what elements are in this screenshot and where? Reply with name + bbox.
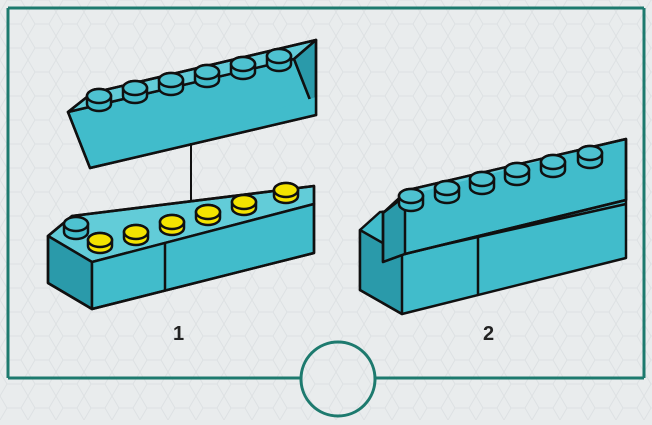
stud-yellow	[272, 181, 300, 205]
stud-yellow	[86, 231, 114, 255]
stud	[265, 47, 293, 73]
step-2-number: 2	[483, 323, 495, 345]
stud	[85, 87, 113, 113]
bottom-brick-studs	[62, 181, 300, 255]
step-2-studs	[397, 144, 604, 213]
stud-yellow	[230, 193, 258, 217]
stud	[62, 215, 90, 241]
navigation-circle[interactable]	[299, 340, 377, 418]
stud	[433, 179, 461, 205]
step-1-diagram	[46, 38, 318, 311]
stud	[539, 153, 567, 179]
panel-frame	[6, 6, 646, 380]
stud	[397, 187, 425, 213]
stud-yellow	[122, 223, 150, 247]
stud-yellow	[158, 213, 186, 237]
stud	[193, 63, 221, 89]
stud	[576, 144, 604, 170]
stud	[157, 71, 185, 97]
stud-yellow	[194, 203, 222, 227]
stud	[503, 161, 531, 187]
stud	[121, 79, 149, 105]
step-1-number: 1	[173, 323, 185, 345]
top-brick-studs	[85, 47, 293, 113]
stud	[468, 170, 496, 196]
stud	[229, 55, 257, 81]
